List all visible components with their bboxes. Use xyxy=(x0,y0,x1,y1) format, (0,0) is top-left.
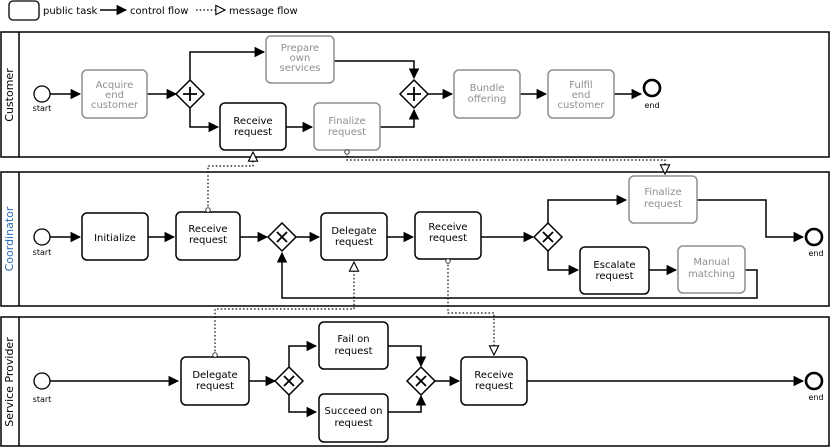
message-flow-coordinator-to-provider xyxy=(448,261,494,355)
provider-end-label: end xyxy=(808,393,823,402)
customer-end-event: end xyxy=(642,78,662,110)
svg-text:offering: offering xyxy=(468,94,507,105)
message-flows xyxy=(208,152,665,355)
svg-text:request: request xyxy=(475,381,513,392)
coordinator-end-label: end xyxy=(808,249,823,258)
coordinator-task-receive-2: Receive request xyxy=(414,211,482,260)
svg-text:customer: customer xyxy=(557,100,605,111)
svg-text:Initialize: Initialize xyxy=(94,233,136,244)
svg-text:Finalize: Finalize xyxy=(644,187,681,198)
coordinator-start-event: start xyxy=(33,228,52,257)
provider-start-label: start xyxy=(33,395,52,404)
customer-start-event: start xyxy=(33,85,52,113)
svg-text:own: own xyxy=(290,53,311,64)
coordinator-end-event: end xyxy=(804,227,824,258)
svg-text:Fulfil: Fulfil xyxy=(569,80,592,91)
svg-text:Succeed on: Succeed on xyxy=(325,406,383,417)
message-flow-provider-to-coordinator xyxy=(215,262,354,355)
svg-text:Escalate: Escalate xyxy=(593,260,635,271)
legend-public-task-label: public task xyxy=(43,6,98,17)
svg-text:Bundle: Bundle xyxy=(470,83,505,94)
provider-start-event: start xyxy=(33,372,52,404)
svg-text:Finalize: Finalize xyxy=(328,116,365,127)
legend: public task control flow message flow xyxy=(8,0,298,21)
svg-text:Receive: Receive xyxy=(428,222,467,233)
svg-text:Receive: Receive xyxy=(188,224,227,235)
svg-text:request: request xyxy=(189,235,227,246)
svg-text:Delegate: Delegate xyxy=(331,226,376,237)
svg-text:matching: matching xyxy=(688,269,735,280)
svg-text:request: request xyxy=(334,346,372,357)
svg-text:request: request xyxy=(334,418,372,429)
customer-task-acquire: Acquire end customer xyxy=(81,69,148,119)
svg-text:request: request xyxy=(234,127,272,138)
customer-task-fulfil: Fulfil end customer xyxy=(547,69,615,119)
customer-end-label: end xyxy=(644,101,659,110)
message-flow-customer-to-coordinator xyxy=(347,152,665,174)
provider-task-receive: Receive request xyxy=(460,356,528,406)
coordinator-gateway-exclusive-join xyxy=(266,221,298,253)
customer-gateway-parallel-join xyxy=(398,78,430,110)
provider-task-delegate: Delegate request xyxy=(180,356,250,406)
svg-text:end: end xyxy=(572,90,591,101)
svg-text:request: request xyxy=(328,127,366,138)
customer-task-finalize: Finalize request xyxy=(313,102,381,151)
coordinator-task-escalate: Escalate request xyxy=(579,246,650,295)
legend-message-flow-label: message flow xyxy=(229,6,298,17)
provider-task-succeed: Succeed on request xyxy=(318,393,389,443)
coordinator-task-manual: Manual matching xyxy=(677,245,746,294)
svg-text:end: end xyxy=(105,90,124,101)
pool-customer-label: Customer xyxy=(3,68,16,122)
pool-service-provider-label: Service Provider xyxy=(3,337,16,427)
provider-gateway-exclusive-split xyxy=(273,365,305,397)
svg-text:Fail on: Fail on xyxy=(337,334,369,345)
customer-task-receive: Receive request xyxy=(219,102,287,151)
svg-text:customer: customer xyxy=(91,100,139,111)
svg-text:services: services xyxy=(279,63,320,74)
coordinator-task-receive-1: Receive request xyxy=(175,211,241,261)
svg-text:Manual: Manual xyxy=(693,257,729,268)
svg-text:Delegate: Delegate xyxy=(192,370,237,381)
customer-task-prepare: Prepare own services xyxy=(265,35,335,84)
provider-end-event: end xyxy=(804,371,824,402)
provider-gateway-exclusive-join xyxy=(405,365,437,397)
coordinator-task-initialize: Initialize xyxy=(81,212,149,261)
customer-gateway-parallel-split xyxy=(174,78,206,110)
customer-task-bundle: Bundle offering xyxy=(453,69,521,119)
svg-text:request: request xyxy=(644,199,682,210)
svg-text:Acquire: Acquire xyxy=(96,80,134,91)
legend-public-task-symbol xyxy=(8,0,40,21)
legend-control-flow-label: control flow xyxy=(130,6,188,17)
coordinator-start-label: start xyxy=(33,248,52,257)
coordinator-task-delegate: Delegate request xyxy=(320,212,388,261)
coordinator-gateway-exclusive-split xyxy=(532,221,564,253)
pool-coordinator-label: Coordinator xyxy=(3,206,16,271)
provider-task-fail: Fail on request xyxy=(318,321,389,370)
svg-text:request: request xyxy=(335,237,373,248)
svg-text:request: request xyxy=(595,271,633,282)
svg-text:request: request xyxy=(429,233,467,244)
svg-text:Receive: Receive xyxy=(233,116,272,127)
coordinator-task-finalize: Finalize request xyxy=(628,175,698,224)
svg-text:request: request xyxy=(196,381,234,392)
customer-start-label: start xyxy=(33,104,52,113)
svg-text:Prepare: Prepare xyxy=(281,43,319,54)
customer-flows xyxy=(50,46,643,133)
svg-text:Receive: Receive xyxy=(474,370,513,381)
